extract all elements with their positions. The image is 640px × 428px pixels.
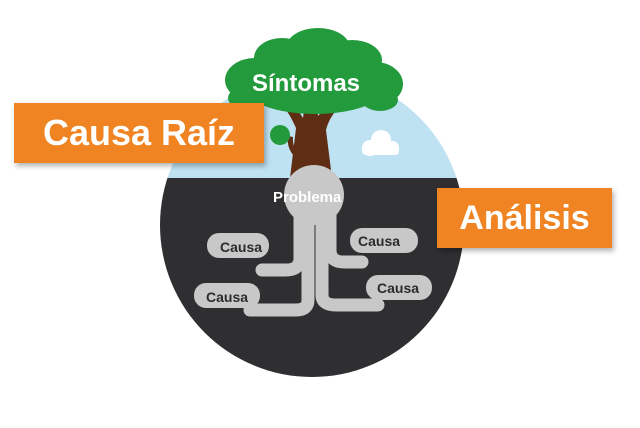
cause-label: Causa bbox=[358, 233, 401, 249]
cause-label: Causa bbox=[377, 280, 420, 296]
root-cause-label: Causa Raíz bbox=[14, 103, 264, 163]
cause-pills bbox=[194, 228, 432, 308]
cloud-icon bbox=[362, 130, 399, 156]
problem-bulb bbox=[284, 165, 344, 225]
analysis-label: Análisis bbox=[437, 188, 612, 248]
cause-label: Causa bbox=[220, 239, 263, 255]
symptoms-label: Síntomas bbox=[252, 70, 361, 97]
tree-trunk bbox=[278, 95, 344, 178]
cause-label: Causa bbox=[206, 289, 249, 305]
green-blob bbox=[270, 125, 290, 145]
problem-label: Problema bbox=[273, 189, 342, 206]
roots bbox=[243, 198, 385, 317]
tree-canopy bbox=[225, 28, 403, 114]
